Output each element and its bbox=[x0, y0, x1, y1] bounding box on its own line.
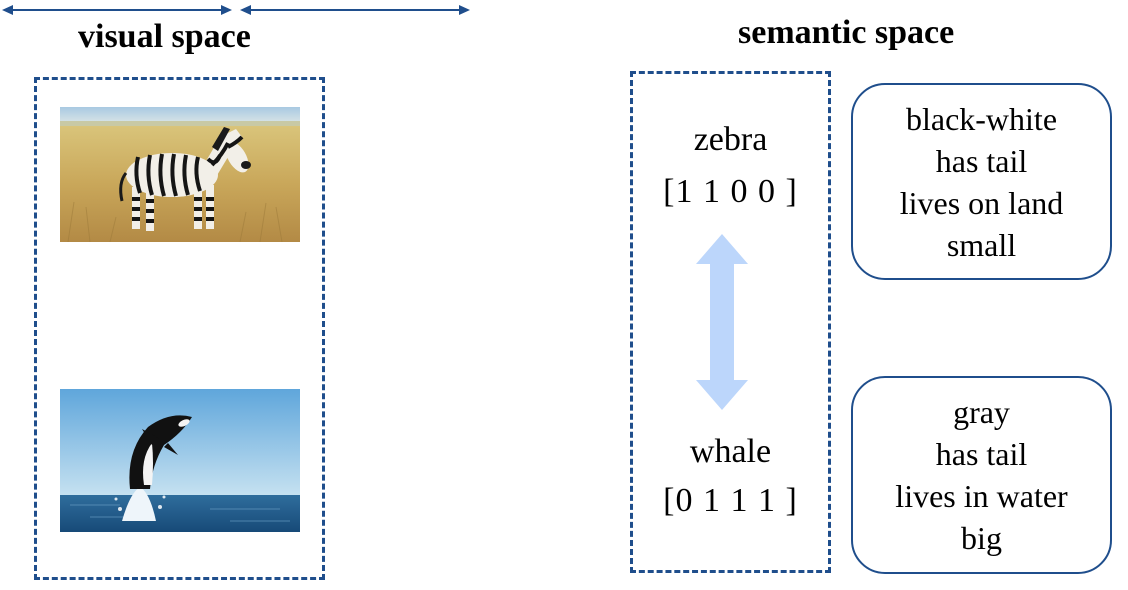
attribute-line: has tail bbox=[935, 436, 1028, 472]
whale-mapping-arrow bbox=[240, 5, 470, 15]
whale-image bbox=[60, 389, 300, 532]
zebra-image bbox=[60, 107, 300, 242]
attribute-line: gray bbox=[953, 394, 1010, 430]
attribute-line: lives on land bbox=[899, 184, 1064, 221]
zebra-class-name: zebra bbox=[693, 121, 768, 158]
zebra-mapping-arrow bbox=[2, 5, 232, 15]
attribute-line: has tail bbox=[935, 142, 1028, 179]
semantic-space-title: semantic space bbox=[738, 14, 955, 51]
visual-space-box bbox=[34, 77, 325, 580]
whale-attributes-box: gray has tail lives in water big bbox=[851, 376, 1112, 574]
attribute-line: small bbox=[946, 226, 1017, 263]
visual-space-title: visual space bbox=[78, 18, 251, 55]
zebra-attribute-vector: [1 1 0 0 ] bbox=[663, 173, 798, 210]
semantic-space-box bbox=[630, 71, 831, 573]
whale-class-name: whale bbox=[689, 433, 772, 470]
similarity-double-arrow bbox=[696, 234, 748, 410]
whale-attribute-vector: [0 1 1 1 ] bbox=[663, 482, 798, 519]
attribute-line: big bbox=[961, 520, 1002, 556]
attribute-line: lives in water bbox=[895, 478, 1068, 514]
attribute-line: black-white bbox=[905, 100, 1058, 137]
zebra-attributes-box: black-white has tail lives on land small bbox=[851, 83, 1112, 280]
